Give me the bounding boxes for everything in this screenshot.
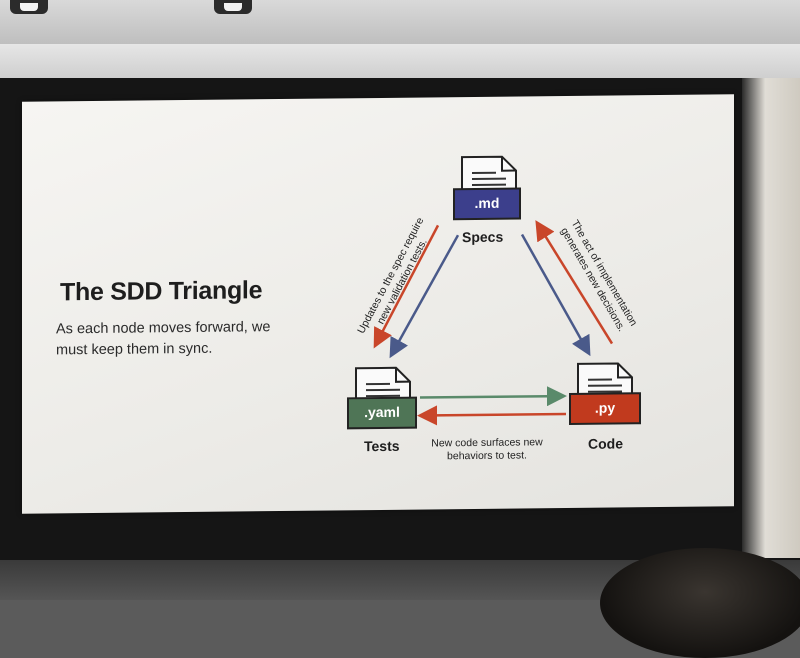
audience-head bbox=[600, 548, 800, 658]
code-file-tag: .py bbox=[570, 399, 640, 416]
tests-label: Tests bbox=[364, 438, 400, 454]
specs-label: Specs bbox=[462, 229, 503, 245]
projected-slide: The SDD Triangle As each node moves forw… bbox=[22, 94, 734, 513]
ceiling-light bbox=[10, 0, 48, 14]
tests-file-tag: .yaml bbox=[348, 404, 416, 421]
edge-label-code-to-tests: New code surfaces new behaviors to test. bbox=[422, 436, 552, 463]
arrow-tests-to-code-green bbox=[420, 396, 562, 397]
code-label: Code bbox=[588, 435, 623, 451]
ceiling-light bbox=[214, 0, 252, 14]
wall bbox=[742, 78, 800, 558]
projector-screen-case bbox=[0, 44, 800, 80]
specs-file-tag: .md bbox=[454, 195, 520, 212]
arrow-code-to-tests-red bbox=[422, 414, 566, 416]
